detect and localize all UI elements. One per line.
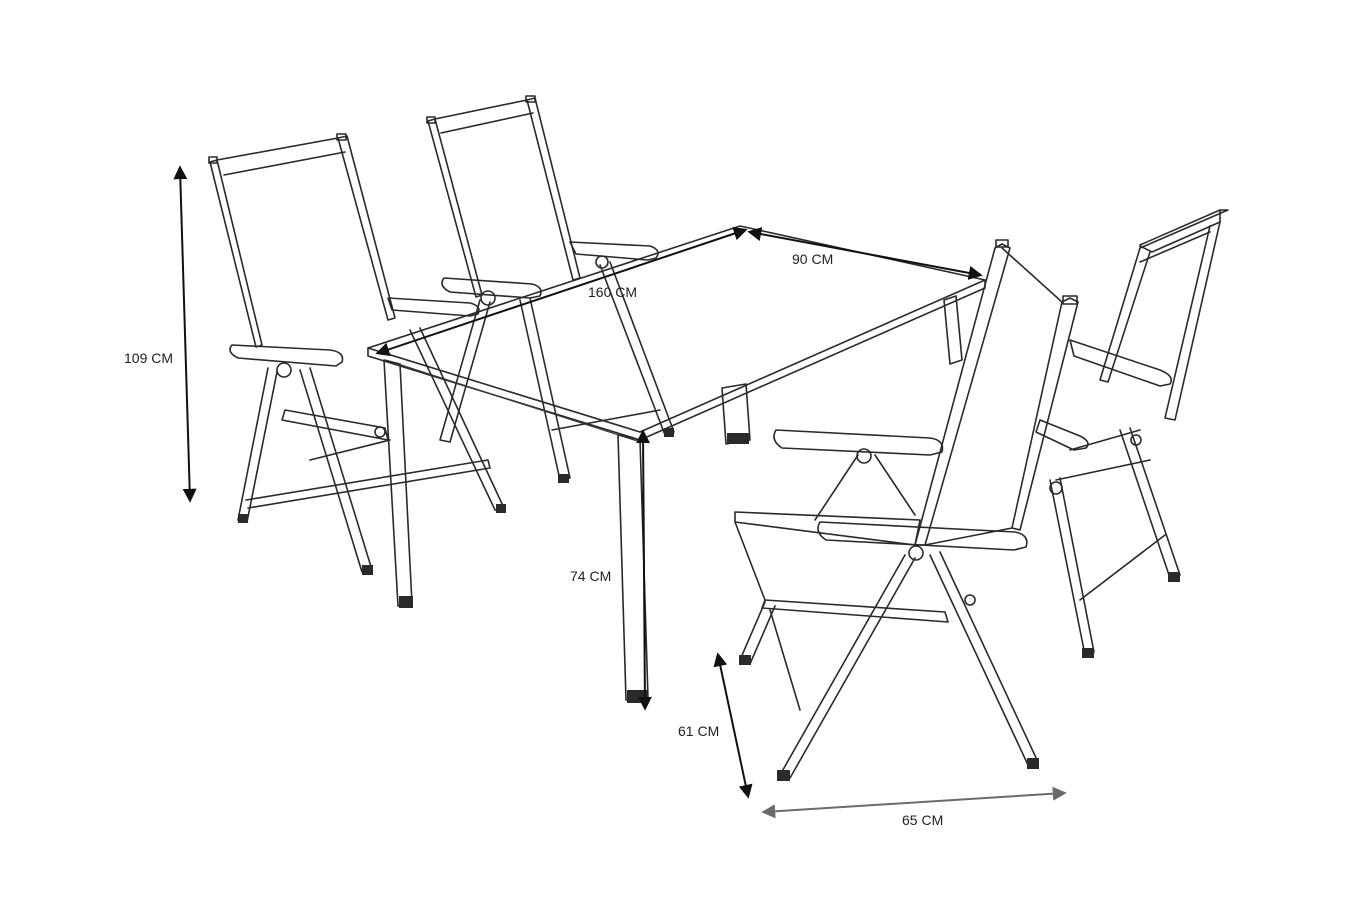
label-seat-width: 65 CM [902, 812, 944, 828]
label-table-height: 74 CM [570, 568, 612, 584]
chair-back-right [1035, 209, 1229, 658]
dim-line-table-height [636, 429, 652, 711]
label-table-length: 160 CM [588, 284, 638, 300]
label-height-total: 109 CM [124, 350, 174, 366]
label-seat-depth: 61 CM [678, 723, 720, 739]
dim-line-table-length [375, 226, 748, 357]
chair-back-left [208, 133, 506, 575]
label-table-width: 90 CM [792, 251, 834, 267]
dim-line-seat-width [761, 786, 1067, 819]
dim-line-height-total [173, 165, 197, 503]
dim-line-seat-depth [713, 652, 753, 799]
dimension-lines [173, 165, 1067, 819]
dim-line-table-width [747, 227, 983, 280]
chair-front [734, 239, 1079, 781]
